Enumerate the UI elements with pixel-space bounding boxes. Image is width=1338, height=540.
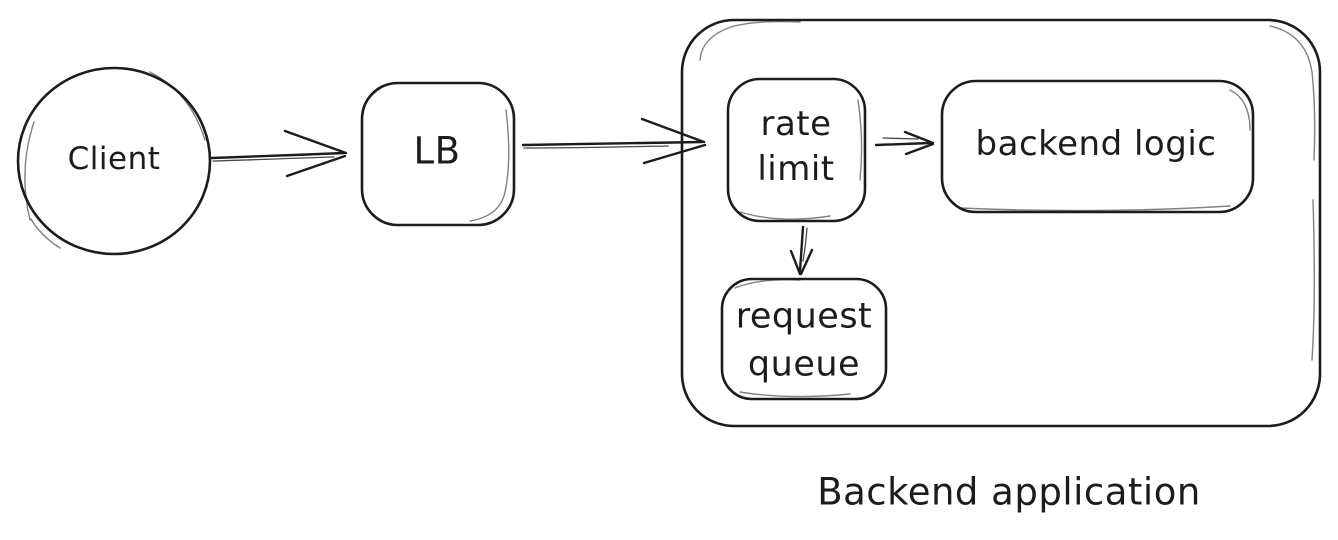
- lb-box-shape: [360, 81, 516, 227]
- rate-limit-label-line1: rate: [760, 104, 832, 145]
- arrow-client-to-lb: [210, 129, 348, 178]
- lb-node-label: LB: [413, 129, 461, 173]
- rate-limit-node-label: rate limit: [757, 102, 834, 192]
- arrow-lb-to-backend-app: [521, 117, 707, 165]
- arrow-rate-limit-to-request-queue: [789, 225, 814, 276]
- client-circle-shape: [16, 66, 212, 256]
- rate-limit-box-shape: [726, 77, 867, 223]
- request-queue-label-line1: request: [735, 296, 873, 337]
- request-queue-box-shape: [720, 277, 888, 401]
- rate-limit-label-line2: limit: [757, 149, 835, 189]
- backend-app-container-shape: [680, 18, 1322, 428]
- backend-application-caption: Backend application: [817, 470, 1201, 514]
- request-queue-node-label: request queue: [736, 293, 873, 388]
- request-queue-label-line2: queue: [747, 344, 861, 384]
- backend-logic-node-label: backend logic: [975, 124, 1217, 164]
- arrow-rate-limit-to-backend-logic: [874, 130, 935, 156]
- backend-logic-box-shape: [940, 79, 1255, 214]
- client-node-label: Client: [67, 141, 161, 177]
